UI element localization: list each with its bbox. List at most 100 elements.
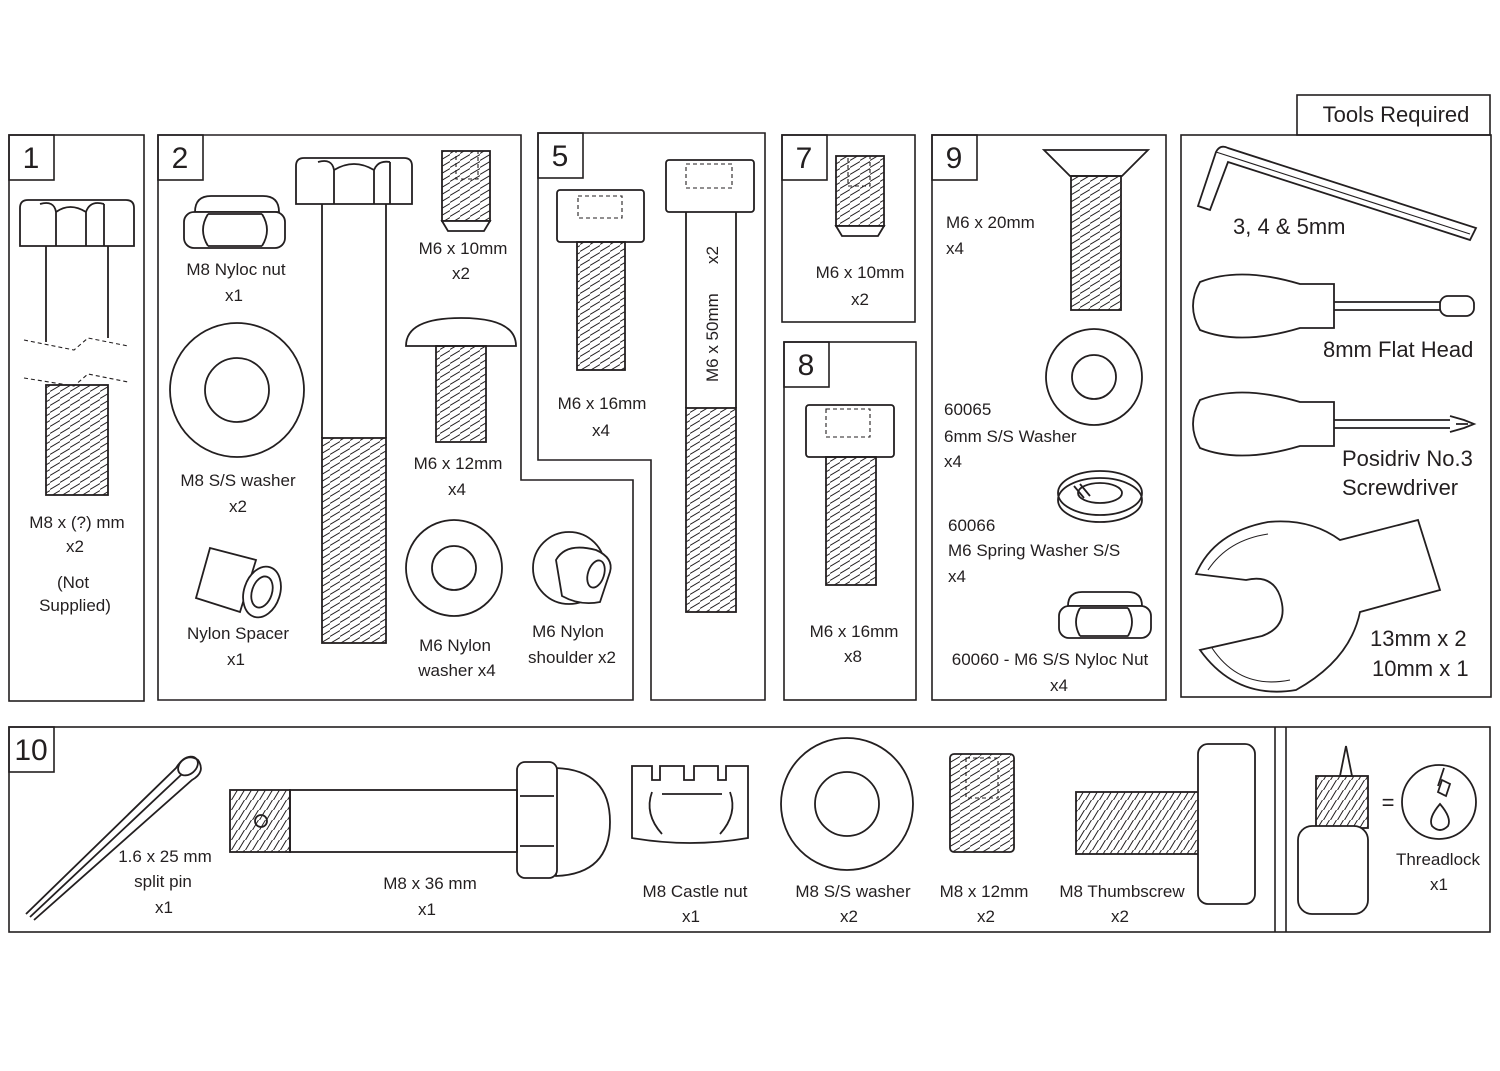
s9-washer-qty: x4 bbox=[944, 452, 962, 471]
thumbscrew-icon bbox=[1075, 743, 1256, 905]
s2-grub-label: M6 x 10mm bbox=[419, 239, 508, 258]
s10-setscrew-label: M8 x 12mm bbox=[940, 882, 1029, 901]
socket-cap-screw-icon bbox=[556, 189, 645, 371]
section-2-number: 2 bbox=[172, 142, 189, 175]
spanner-icon bbox=[1194, 518, 1442, 693]
s5-short-label: M6 x 16mm bbox=[558, 394, 647, 413]
s5-short-qty: x4 bbox=[592, 421, 610, 440]
s1-note-line2: Supplied) bbox=[39, 596, 111, 615]
section-5: 5 M6 x 16mm x4 M6 x 50mm x2 bbox=[537, 132, 766, 701]
nyloc-nut-icon bbox=[183, 195, 286, 249]
s9-spring-label: M6 Spring Washer S/S bbox=[948, 541, 1120, 560]
section-8: 8 M6 x 16mm x8 bbox=[783, 341, 917, 701]
s9-spring-code: 60066 bbox=[948, 516, 995, 535]
castle-nut-icon bbox=[631, 765, 749, 844]
s1-note-line1: (Not bbox=[57, 573, 89, 592]
section-5-number: 5 bbox=[552, 140, 569, 173]
flat-screwdriver-icon bbox=[1192, 273, 1475, 339]
s2-washer-qty: x2 bbox=[229, 497, 247, 516]
s9-nyloc-qty: x4 bbox=[1050, 676, 1068, 695]
washer-icon bbox=[169, 322, 305, 458]
s2-spacer-qty: x1 bbox=[227, 650, 245, 669]
tool-spanner-line2: 10mm x 1 bbox=[1372, 656, 1469, 681]
s2-nylon-washer-line2: washer x4 bbox=[417, 661, 495, 680]
threadlock-drop-icon bbox=[1401, 764, 1477, 840]
s9-washer-label: 6mm S/S Washer bbox=[944, 427, 1077, 446]
s9-nyloc-label: 60060 - M6 S/S Nyloc Nut bbox=[952, 650, 1149, 669]
s10-washer-qty: x2 bbox=[840, 907, 858, 926]
threadlock-bottle-icon bbox=[1297, 745, 1369, 915]
s1-bolt-qty: x2 bbox=[66, 537, 84, 556]
s10-pin-line1: 1.6 x 25 mm bbox=[118, 847, 212, 866]
section-2: 2 M8 Nyloc nut x1 M8 S/S washer x2 Nylon… bbox=[157, 134, 634, 701]
s7-qty: x2 bbox=[851, 290, 869, 309]
s1-bolt-label: M8 x (?) mm bbox=[29, 513, 124, 532]
tool-posidriv-line2: Screwdriver bbox=[1342, 475, 1458, 500]
s2-shoulder-line2: shoulder x2 bbox=[528, 648, 616, 667]
nylon-shoulder-icon bbox=[532, 531, 612, 605]
section-10: 10 1.6 x 25 mm split pin x1 M8 x 36 mm x… bbox=[8, 726, 1491, 933]
section-1: 1 M8 x (?) mm x2 (Not Supplied) bbox=[8, 134, 145, 702]
spring-washer-icon bbox=[1057, 470, 1143, 523]
hex-bolt-icon bbox=[19, 199, 135, 496]
s9-washer-code: 60065 bbox=[944, 400, 991, 419]
tool-flat-head-label: 8mm Flat Head bbox=[1323, 337, 1473, 362]
s10-pin-line2: split pin bbox=[134, 872, 192, 891]
hex-key-icon bbox=[1196, 145, 1478, 242]
s10-thumbscrew-label: M8 Thumbscrew bbox=[1059, 882, 1185, 901]
s9-spring-qty: x4 bbox=[948, 567, 966, 586]
split-pin-icon bbox=[25, 755, 202, 921]
socket-cap-screw-icon bbox=[805, 404, 895, 586]
s10-threadlock-qty: x1 bbox=[1430, 875, 1448, 894]
s2-nyloc-label: M8 Nyloc nut bbox=[186, 260, 285, 279]
s2-button-qty: x4 bbox=[448, 480, 466, 499]
grub-screw-icon bbox=[834, 155, 886, 237]
s8-label: M6 x 16mm bbox=[810, 622, 899, 641]
section-7: 7 M6 x 10mm x2 bbox=[781, 134, 916, 323]
s10-dome-qty: x1 bbox=[418, 900, 436, 919]
s10-equals-sign: = bbox=[1382, 790, 1395, 815]
section-8-number: 8 bbox=[798, 349, 815, 382]
s10-washer-label: M8 S/S washer bbox=[795, 882, 911, 901]
tool-hex-keys-label: 3, 4 & 5mm bbox=[1233, 214, 1345, 239]
tools-section: 3, 4 & 5mm 8mm Flat Head Posidriv No.3 S… bbox=[1180, 134, 1492, 698]
set-screw-icon bbox=[949, 753, 1015, 853]
section-10-number: 10 bbox=[14, 734, 47, 767]
s10-pin-qty: x1 bbox=[155, 898, 173, 917]
nylon-washer-icon bbox=[405, 519, 503, 617]
s2-washer-label: M8 S/S washer bbox=[180, 471, 296, 490]
s2-grub-qty: x2 bbox=[452, 264, 470, 283]
long-hex-bolt-icon bbox=[295, 157, 413, 644]
s10-castle-qty: x1 bbox=[682, 907, 700, 926]
section-9: 9 M6 x 20mm x4 60065 6mm S/S Washer x4 6… bbox=[931, 134, 1167, 701]
s2-spacer-label: Nylon Spacer bbox=[187, 624, 289, 643]
s9-cs-qty: x4 bbox=[946, 239, 964, 258]
s7-label: M6 x 10mm bbox=[816, 263, 905, 282]
s9-cs-label: M6 x 20mm bbox=[946, 213, 1035, 232]
posidriv-screwdriver-icon bbox=[1192, 391, 1477, 457]
s10-setscrew-qty: x2 bbox=[977, 907, 995, 926]
section-9-number: 9 bbox=[946, 142, 963, 175]
s10-thumbscrew-qty: x2 bbox=[1111, 907, 1129, 926]
s10-dome-label: M8 x 36 mm bbox=[383, 874, 477, 893]
s5-long-label: M6 x 50mm bbox=[703, 293, 722, 382]
s5-long-qty: x2 bbox=[703, 246, 722, 264]
s10-threadlock-label: Threadlock bbox=[1396, 850, 1481, 869]
s2-button-label: M6 x 12mm bbox=[414, 454, 503, 473]
grub-screw-icon bbox=[440, 150, 492, 232]
s10-castle-label: M8 Castle nut bbox=[643, 882, 748, 901]
s8-qty: x8 bbox=[844, 647, 862, 666]
countersunk-screw-icon bbox=[1041, 149, 1151, 311]
washer-icon bbox=[780, 737, 914, 871]
s2-nyloc-qty: x1 bbox=[225, 286, 243, 305]
washer-icon bbox=[1045, 328, 1143, 426]
button-head-screw-icon bbox=[405, 317, 517, 443]
section-1-number: 1 bbox=[23, 142, 40, 175]
long-socket-cap-screw-icon bbox=[665, 159, 755, 613]
section-7-number: 7 bbox=[796, 142, 813, 175]
tool-spanner-line1: 13mm x 2 bbox=[1370, 626, 1467, 651]
nylon-spacer-icon bbox=[194, 546, 282, 619]
nyloc-nut-icon bbox=[1058, 591, 1152, 639]
tool-posidriv-line1: Posidriv No.3 bbox=[1342, 446, 1473, 471]
